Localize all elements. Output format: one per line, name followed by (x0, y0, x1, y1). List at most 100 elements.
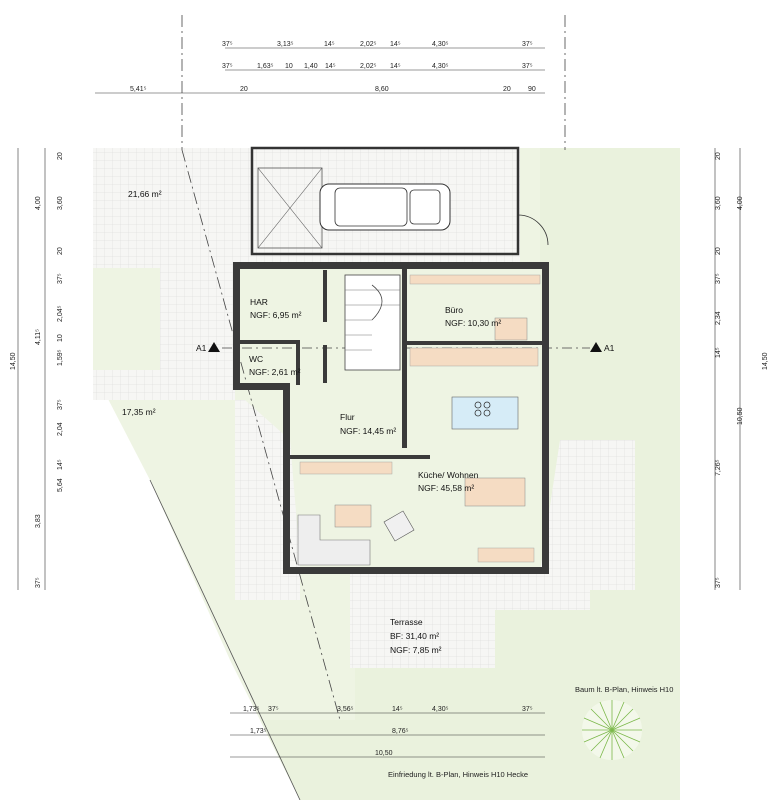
room-buero-area: NGF: 10,30 m² (445, 318, 501, 328)
dimension-texts-top: 37⁵ 3,13⁵ 14⁵ 2,02⁵ 14⁵ 4,30⁵ 37⁵ 37⁵ 1,… (130, 41, 536, 93)
svg-text:20: 20 (57, 152, 64, 160)
tree-symbol (582, 700, 642, 760)
room-wc-label: WC (249, 354, 263, 364)
svg-text:37⁵: 37⁵ (222, 41, 233, 48)
svg-text:37⁵: 37⁵ (522, 706, 533, 713)
dining-table (464, 477, 526, 507)
svg-text:8,76⁵: 8,76⁵ (392, 728, 409, 735)
area-left-mid: 17,35 m² (122, 407, 156, 417)
section-label-left: A1 (196, 343, 207, 353)
tv-board (299, 461, 393, 475)
svg-text:8,60: 8,60 (375, 86, 389, 93)
svg-text:14⁵: 14⁵ (325, 63, 336, 70)
svg-text:4,30⁵: 4,30⁵ (432, 706, 449, 713)
svg-text:10: 10 (57, 334, 64, 342)
shelf (409, 274, 541, 285)
svg-text:20: 20 (240, 86, 248, 93)
dimension-lines (17, 47, 741, 758)
garden-area-right (260, 148, 680, 800)
car-icon (319, 183, 451, 231)
svg-text:4,30⁵: 4,30⁵ (432, 41, 449, 48)
svg-text:37⁵: 37⁵ (715, 273, 722, 284)
svg-text:2,04: 2,04 (57, 422, 64, 436)
svg-text:20: 20 (57, 247, 64, 255)
room-kueche-label: Küche/ Wohnen (418, 470, 479, 480)
svg-text:14⁵: 14⁵ (392, 706, 403, 713)
svg-text:14⁵: 14⁵ (715, 347, 722, 358)
section-label-right: A1 (604, 343, 615, 353)
svg-text:4,30⁵: 4,30⁵ (432, 63, 449, 70)
svg-text:14,50: 14,50 (10, 352, 17, 370)
svg-text:10: 10 (285, 63, 293, 70)
svg-text:37⁵: 37⁵ (222, 63, 233, 70)
hob-icon (474, 401, 491, 417)
armchair (383, 510, 415, 542)
room-buero-label: Büro (445, 305, 463, 315)
dimension-texts-right: 20 3,60 4,00 20 37⁵ 2,34 14⁵ 10,50 7,26⁵… (715, 152, 769, 588)
svg-text:14⁵: 14⁵ (57, 459, 64, 470)
kitchen-island (451, 396, 519, 430)
svg-text:2,34: 2,34 (715, 311, 722, 325)
section-marker-left-icon (208, 342, 220, 352)
staircase (344, 274, 401, 371)
kitchen-counter (409, 347, 539, 367)
room-har-area: NGF: 6,95 m² (250, 310, 302, 320)
svg-text:2,04⁵: 2,04⁵ (57, 305, 64, 322)
svg-text:1,40: 1,40 (304, 63, 318, 70)
desk (494, 317, 528, 341)
svg-text:37⁵: 37⁵ (57, 399, 64, 410)
svg-text:3,60: 3,60 (715, 196, 722, 210)
svg-text:90: 90 (528, 86, 536, 93)
svg-text:4,00: 4,00 (35, 196, 42, 210)
svg-text:37⁵: 37⁵ (522, 63, 533, 70)
room-wc-area: NGF: 2,61 m² (249, 367, 301, 377)
sideboard (477, 547, 535, 563)
svg-text:1,73⁵: 1,73⁵ (250, 728, 267, 735)
svg-text:14⁵: 14⁵ (390, 63, 401, 70)
svg-text:4,11⁵: 4,11⁵ (35, 329, 42, 345)
svg-text:37⁵: 37⁵ (268, 706, 279, 713)
svg-text:1,63⁵: 1,63⁵ (257, 63, 274, 70)
paved-area-top-left (93, 148, 248, 268)
svg-text:2,02⁵: 2,02⁵ (360, 41, 377, 48)
dimension-texts-left: 14,50 20 4,00 3,60 20 37⁵ 4,11⁵ 2,04⁵ 10… (10, 152, 64, 588)
terrace-paving (350, 440, 635, 668)
svg-text:37⁵: 37⁵ (522, 41, 533, 48)
room-terrasse-bf: BF: 31,40 m² (390, 631, 439, 641)
svg-text:20: 20 (715, 247, 722, 255)
svg-text:2,02⁵: 2,02⁵ (360, 63, 377, 70)
paved-area-left (93, 268, 300, 600)
svg-text:5,64: 5,64 (57, 478, 64, 492)
svg-text:3,60: 3,60 (57, 196, 64, 210)
room-flur-label: Flur (340, 412, 355, 422)
room-har-label: HAR (250, 297, 268, 307)
carport (250, 146, 520, 256)
svg-text:7,26⁵: 7,26⁵ (715, 459, 722, 476)
room-terrasse-label: Terrasse (390, 617, 423, 627)
svg-text:1,59⁵: 1,59⁵ (57, 349, 64, 366)
dimension-texts-bottom: 1,73⁵ 37⁵ 3,56⁵ 14⁵ 4,30⁵ 37⁵ 1,73⁵ 8,76… (243, 706, 533, 757)
svg-text:10,50: 10,50 (375, 750, 393, 757)
svg-text:14⁵: 14⁵ (390, 41, 401, 48)
svg-text:37⁵: 37⁵ (57, 273, 64, 284)
svg-text:14⁵: 14⁵ (324, 41, 335, 48)
svg-text:20: 20 (715, 152, 722, 160)
svg-text:3,83: 3,83 (35, 514, 42, 528)
coffee-table (334, 504, 372, 528)
svg-text:1,73⁵: 1,73⁵ (243, 706, 260, 713)
room-kueche-area: NGF: 45,58 m² (418, 483, 474, 493)
sofa (297, 514, 371, 566)
room-flur-area: NGF: 14,45 m² (340, 426, 396, 436)
svg-text:37⁵: 37⁵ (35, 577, 42, 588)
svg-text:37⁵: 37⁵ (715, 577, 722, 588)
room-terrasse-ngf: NGF: 7,85 m² (390, 645, 442, 655)
section-marker-right-icon (590, 342, 602, 352)
svg-text:3,56⁵: 3,56⁵ (337, 706, 354, 713)
area-top-left: 21,66 m² (128, 189, 162, 199)
svg-text:5,41⁵: 5,41⁵ (130, 86, 147, 93)
svg-text:3,13⁵: 3,13⁵ (277, 41, 294, 48)
house-walls (233, 262, 549, 574)
note-fence: Einfriedung lt. B-Plan, Hinweis H10 Heck… (388, 770, 528, 779)
svg-text:10,50: 10,50 (737, 407, 744, 425)
